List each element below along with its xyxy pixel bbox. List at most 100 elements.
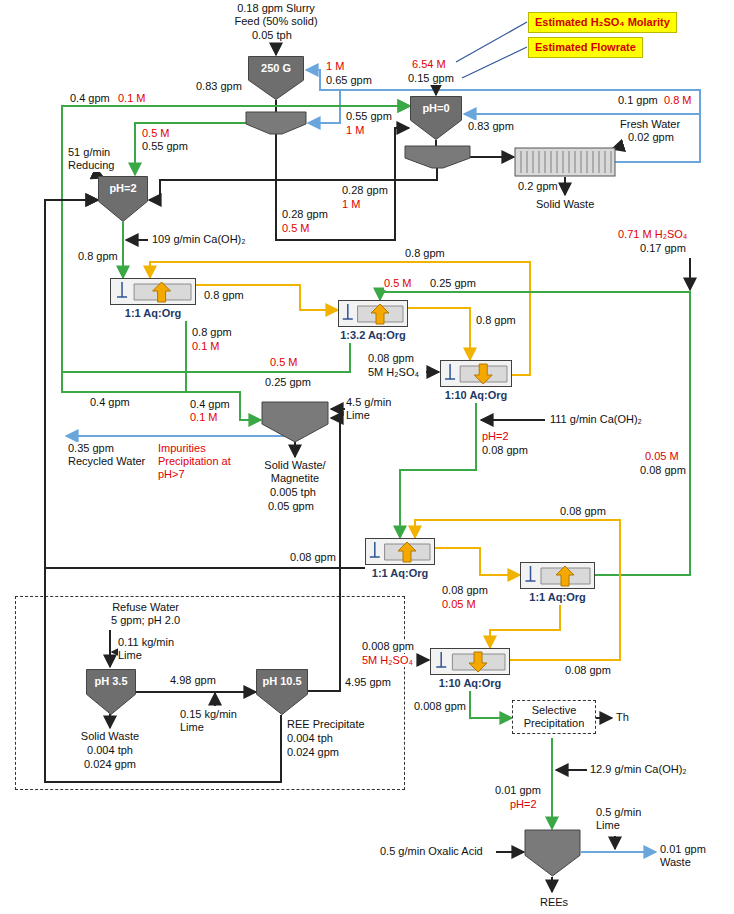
stream-line — [470, 156, 514, 158]
stream-line — [481, 419, 545, 421]
flow-label: 0.35 gpm Recycled Water — [68, 442, 153, 468]
concentration-label: 0.05 M — [645, 450, 679, 463]
flow-label: 0.28 gpm — [342, 184, 388, 197]
flow-label: 0.15 gpm — [408, 72, 454, 85]
flow-label: 0.004 tph — [287, 732, 333, 745]
flow-connector — [415, 520, 620, 660]
flow-label: 0.83 gpm — [196, 80, 242, 93]
filter-plate — [575, 151, 576, 173]
flow-label: 0.8 gpm — [204, 289, 244, 302]
flow-label: 0.8 gpm — [78, 250, 118, 263]
filter-plate — [593, 151, 594, 173]
node-label: pH=2 — [109, 182, 136, 195]
mixer-settler: 1:1 Aq:Org — [365, 538, 435, 581]
node-label: Estimated Flowrate — [535, 41, 636, 54]
flow-label: 0.5 g/min Oxalic Acid — [380, 845, 483, 858]
flow-label: 0.08 gpm — [640, 464, 686, 477]
node-label: 1:1 Aq:Org — [110, 307, 196, 320]
flow-label: Solid Waste/ Magnetite — [258, 459, 332, 485]
flow-connector — [196, 285, 338, 310]
flow-label: REEs — [540, 896, 568, 909]
flow-label: 0.4 gpm — [90, 396, 130, 409]
flow-label: Solid Waste — [536, 198, 594, 211]
node-text-group: 1:1 Aq:Org — [110, 307, 196, 320]
flow-connector — [380, 292, 690, 575]
flow-label: 0.004 tph — [78, 744, 142, 757]
flow-connector — [122, 222, 124, 278]
flow-label: 0.17 gpm — [640, 242, 686, 255]
mixer-impeller — [526, 566, 536, 581]
flow-label: 5M H₂SO₄ — [368, 366, 419, 379]
flow-connector — [470, 691, 512, 718]
concentration-label: 0.8 M — [664, 94, 692, 107]
flow-label: 0.15 kg/min Lime — [180, 708, 250, 734]
flow-label: 0.25 gpm — [265, 376, 311, 389]
flow-label: 4.5 g/min Lime — [346, 396, 402, 422]
flow-label: 0.05 tph — [252, 29, 292, 42]
flow-label: 4.98 gpm — [170, 674, 216, 687]
tank-body — [249, 57, 304, 100]
stream-line — [66, 435, 290, 437]
phase-arrow — [469, 652, 487, 672]
flow-label: 0.05 gpm — [268, 500, 314, 513]
mixer-impeller — [343, 304, 353, 319]
concentration-label: 0.5 M — [282, 222, 310, 235]
filter-plate — [533, 151, 534, 173]
flow-label: 0.08 gpm — [442, 584, 488, 597]
filter-plate — [569, 151, 570, 173]
leader-line — [456, 22, 527, 62]
mixer-impeller — [117, 282, 127, 297]
stream-line — [551, 877, 553, 892]
concentration-label: Impurities Precipitation at pH>7 — [158, 442, 258, 481]
tank-body — [87, 670, 136, 715]
stream-line — [556, 769, 587, 771]
node-text-group: pH 10.5 — [256, 669, 308, 694]
node-label: pH 10.5 — [262, 675, 301, 688]
flow-label: 0.8 gpm — [476, 314, 516, 327]
flow-connector — [45, 200, 281, 782]
flow-label: 0.01 gpm — [495, 784, 541, 797]
flow-label: 0.83 gpm — [468, 120, 514, 133]
stream-line — [418, 659, 429, 661]
stream-line — [276, 128, 409, 240]
tank-body — [257, 670, 308, 715]
node-text-group: 1:1 Aq:Org — [520, 591, 595, 604]
flow-label: 4.95 gpm — [345, 676, 391, 689]
flow-label: 0.024 gpm — [78, 758, 142, 771]
node-text-group: 1:3.2 Aq:Org — [338, 329, 408, 342]
flow-label: Solid Waste — [78, 730, 142, 743]
flow-label: 0.8 gpm — [405, 247, 445, 260]
stream-line — [149, 168, 437, 200]
stream-line — [306, 70, 700, 162]
settler-body — [521, 563, 595, 589]
stream-line — [126, 239, 148, 241]
filter-plate — [521, 151, 522, 173]
filter-plate — [551, 151, 552, 173]
phase-arrow — [398, 542, 416, 562]
tank-body — [99, 177, 148, 222]
concentration-label: 5M H₂SO₄ — [362, 654, 413, 667]
stream-line — [435, 140, 437, 146]
filter-plate — [587, 151, 588, 173]
concentration-label: 0.5 M — [142, 127, 170, 140]
mixer-impeller — [370, 542, 380, 557]
flow-connector — [490, 605, 560, 648]
concentration-label: 1 M — [326, 60, 344, 73]
stream-line — [689, 258, 691, 290]
node-label: 1:3.2 Aq:Org — [338, 329, 408, 342]
filter-plate — [527, 151, 528, 173]
stream-line — [564, 177, 566, 195]
flow-connector — [150, 262, 530, 375]
mixer-settler: 1:1 Aq:Org — [110, 278, 196, 321]
note-box: Estimated Flowrate — [528, 37, 643, 58]
flow-label: 51 g/min Reducing — [68, 146, 126, 172]
phase-arrow — [153, 282, 171, 302]
concentration-label: 0.1 M — [118, 92, 146, 105]
flow-connector — [136, 691, 256, 693]
stream-line — [594, 717, 612, 719]
phase-arrow — [556, 566, 574, 586]
stream-line — [214, 693, 216, 706]
flow-label: 0.08 gpm — [560, 505, 606, 518]
concentration-label: 1 M — [346, 124, 364, 137]
